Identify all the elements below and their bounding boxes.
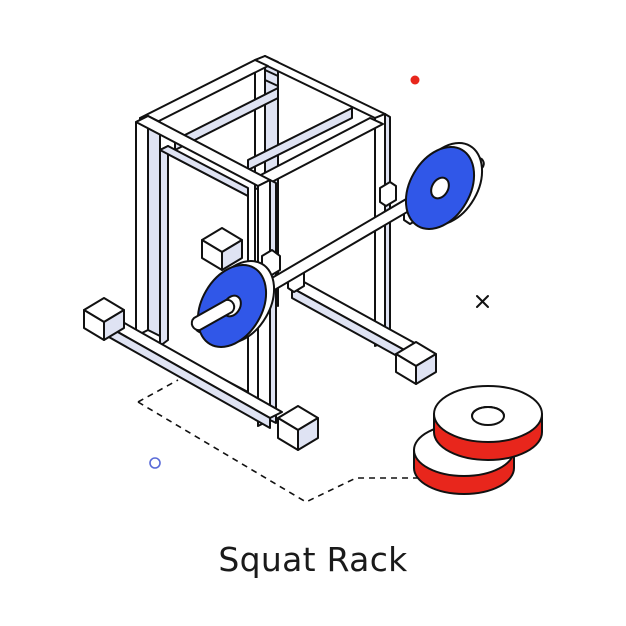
rack-block-left-post bbox=[201, 227, 243, 271]
rack-foot-back-right bbox=[395, 341, 437, 385]
squat-rack-icon bbox=[83, 55, 437, 451]
ring-icon bbox=[149, 457, 161, 469]
rack-base-rails bbox=[99, 281, 421, 429]
caption-title: Squat Rack bbox=[218, 540, 408, 579]
cross-icon bbox=[476, 295, 489, 308]
barbell-icon bbox=[190, 142, 485, 348]
rack-foot-front-left bbox=[83, 297, 125, 341]
rack-foot-front-right bbox=[277, 405, 319, 451]
dot-icon bbox=[410, 75, 420, 85]
floor-dashed-outline bbox=[137, 379, 420, 503]
weight-plates-icon bbox=[413, 385, 543, 495]
